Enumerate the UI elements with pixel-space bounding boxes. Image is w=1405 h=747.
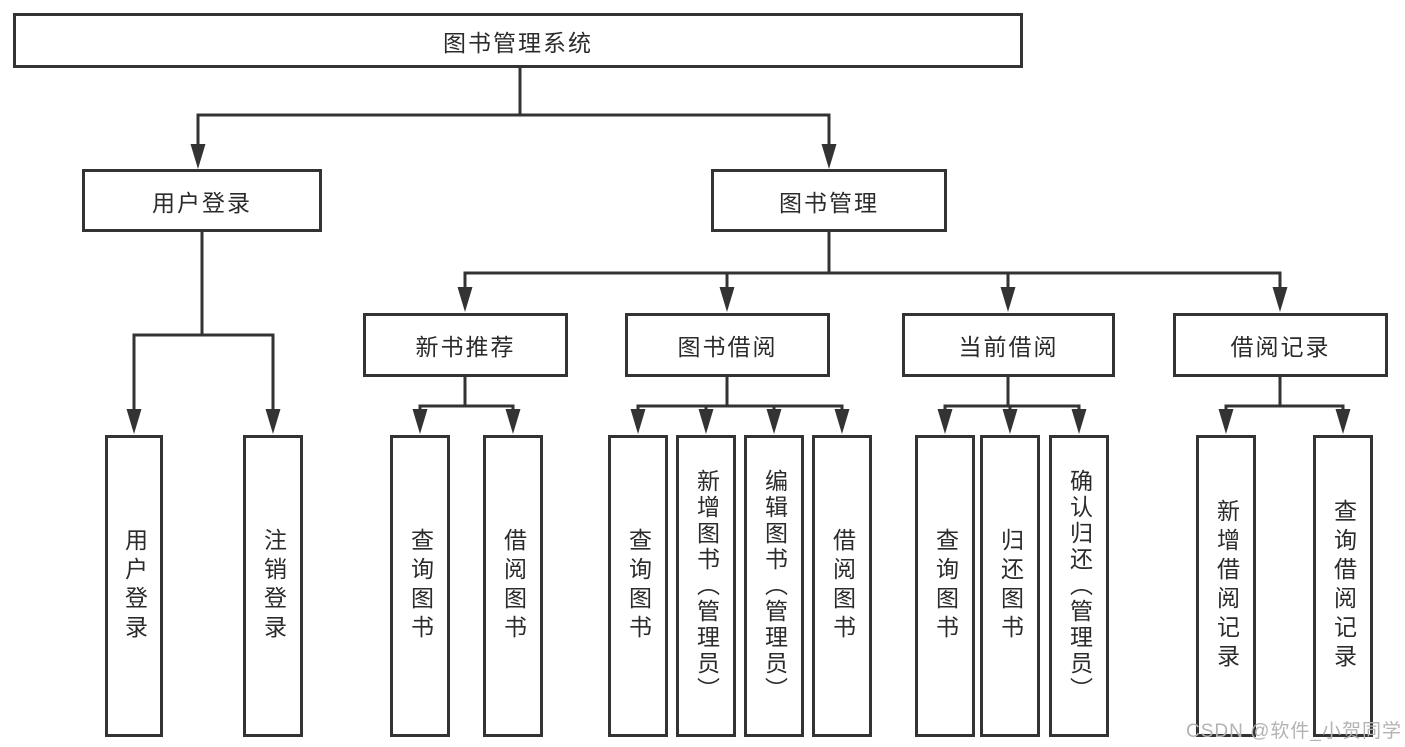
leaf-add-books-admin: 新增图书（管理员）	[676, 435, 736, 737]
connector-book-management-branch	[457, 231, 1288, 312]
arrow-down-icon	[1071, 409, 1087, 434]
connector-root-to-level2	[190, 67, 837, 169]
node-borrow-records: 借阅记录	[1173, 313, 1388, 377]
arrow-down-icon	[719, 287, 735, 312]
arrow-down-icon	[1218, 409, 1234, 434]
arrow-down-icon	[630, 409, 646, 434]
leaf-query-borrow-record: 查询借阅记录	[1313, 435, 1373, 737]
arrow-down-icon	[190, 144, 206, 169]
leaf-borrow-books-recommend: 借阅图书	[483, 435, 543, 737]
arrow-down-icon	[1002, 409, 1018, 434]
connector-new-book-recommend-branch	[412, 377, 521, 434]
leaf-borrow-books: 借阅图书	[812, 435, 872, 737]
arrow-down-icon	[834, 409, 850, 434]
connector-book-borrow-branch	[630, 377, 850, 434]
node-new-book-recommend: 新书推荐	[363, 313, 568, 377]
arrow-down-icon	[505, 409, 521, 434]
connector-borrow-records-branch	[1218, 377, 1351, 434]
arrow-down-icon	[1000, 287, 1016, 312]
arrow-down-icon	[1335, 409, 1351, 434]
node-current-borrow: 当前借阅	[902, 313, 1115, 377]
arrow-down-icon	[766, 409, 782, 434]
arrow-down-icon	[412, 409, 428, 434]
connector-user-login-branch	[126, 231, 281, 434]
arrow-down-icon	[937, 409, 953, 434]
arrow-down-icon	[265, 409, 281, 434]
arrow-down-icon	[126, 409, 142, 434]
leaf-confirm-return-admin: 确认归还（管理员）	[1049, 435, 1109, 737]
leaf-edit-books-admin: 编辑图书（管理员）	[744, 435, 804, 737]
leaf-query-books-current: 查询图书	[915, 435, 975, 737]
node-root-system: 图书管理系统	[13, 13, 1023, 68]
leaf-logout: 注销登录	[243, 435, 303, 737]
leaf-add-borrow-record: 新增借阅记录	[1196, 435, 1256, 737]
arrow-down-icon	[821, 144, 837, 169]
csdn-watermark: CSDN @软件_小贺同学	[1186, 721, 1402, 742]
leaf-user-login: 用户登录	[105, 435, 163, 737]
leaf-query-books-borrow: 查询图书	[608, 435, 668, 737]
arrow-down-icon	[1272, 287, 1288, 312]
arrow-down-icon	[457, 287, 473, 312]
node-user-login: 用户登录	[82, 169, 322, 232]
leaf-query-books-recommend: 查询图书	[390, 435, 450, 737]
arrow-down-icon	[698, 409, 714, 434]
leaf-return-books: 归还图书	[980, 435, 1040, 737]
connector-current-borrow-branch	[937, 377, 1087, 434]
node-book-management: 图书管理	[711, 169, 947, 232]
node-book-borrow: 图书借阅	[625, 313, 830, 377]
